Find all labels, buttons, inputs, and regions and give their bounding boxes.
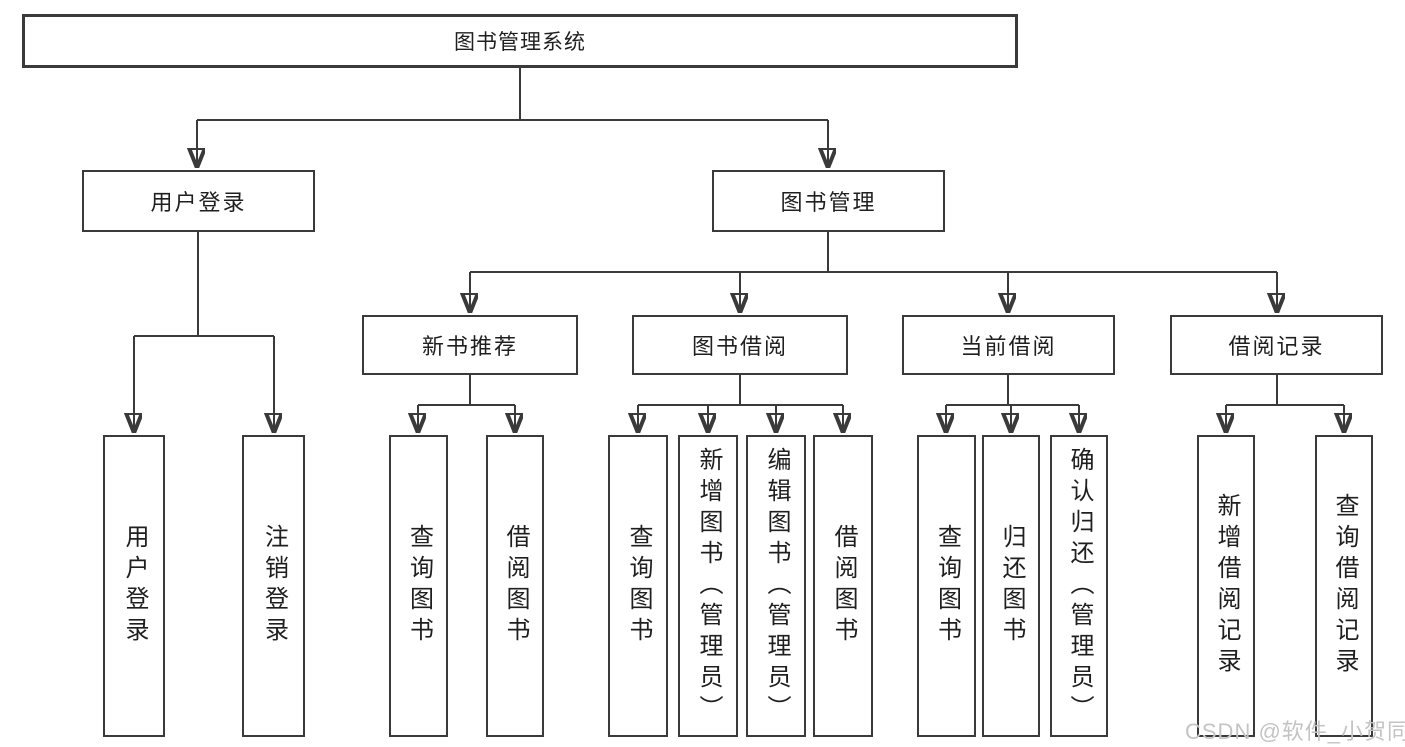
leaf-borrow-books: 借阅图书 — [813, 435, 873, 737]
leaf-borrow-books-recommend-label: 借阅图书 — [502, 524, 529, 648]
leaf-edit-book-admin: 编辑图书（管理员） — [746, 435, 806, 737]
leaf-edit-book-admin-label: 编辑图书（管理员） — [763, 446, 790, 726]
leaf-borrow-books-recommend: 借阅图书 — [486, 435, 544, 737]
node-book-borrowing: 图书借阅 — [632, 315, 848, 375]
connector-borrow-record-children — [1226, 375, 1344, 432]
leaf-borrow-books-label: 借阅图书 — [830, 524, 857, 648]
node-library-system-label: 图书管理系统 — [454, 31, 586, 54]
leaf-add-borrow-record: 新增借阅记录 — [1197, 435, 1255, 737]
connector-current-borrow-children — [946, 375, 1079, 432]
connector-new-book-children — [418, 375, 515, 432]
node-borrowing-records: 借阅记录 — [1170, 315, 1383, 375]
node-book-borrowing-label: 图书借阅 — [691, 334, 788, 359]
leaf-logout-label: 注销登录 — [260, 524, 288, 648]
leaf-user-login: 用户登录 — [103, 435, 165, 737]
connector-root-to-level2 — [197, 68, 828, 167]
node-user-login-label: 用户登录 — [150, 190, 247, 215]
node-current-borrowing: 当前借阅 — [902, 315, 1115, 375]
leaf-confirm-return-admin-label: 确认归还（管理员） — [1066, 446, 1093, 726]
leaf-return-books: 归还图书 — [982, 435, 1040, 737]
leaf-query-books-recommend-label: 查询图书 — [405, 524, 433, 648]
node-new-book-recommend-label: 新书推荐 — [421, 334, 518, 359]
leaf-query-books-borrow-label: 查询图书 — [625, 524, 652, 648]
leaf-return-books-label: 归还图书 — [998, 524, 1025, 648]
leaf-query-borrow-record: 查询借阅记录 — [1315, 435, 1373, 737]
connector-user-login-children — [134, 232, 274, 432]
leaf-query-books-current: 查询图书 — [917, 435, 976, 737]
leaf-user-login-label: 用户登录 — [121, 524, 148, 648]
csdn-watermark: CSDN @软件_小贺同学 — [1185, 719, 1405, 744]
node-library-system: 图书管理系统 — [22, 14, 1018, 68]
connector-book-mgmt-children — [470, 232, 1277, 312]
leaf-query-books-current-label: 查询图书 — [933, 524, 961, 648]
leaf-query-borrow-record-label: 查询借阅记录 — [1331, 493, 1358, 679]
leaf-confirm-return-admin: 确认归还（管理员） — [1050, 435, 1108, 737]
leaf-add-book-admin-label: 新增图书（管理员） — [695, 446, 722, 726]
leaf-add-borrow-record-label: 新增借阅记录 — [1213, 493, 1240, 679]
leaf-logout: 注销登录 — [242, 435, 305, 737]
leaf-add-book-admin: 新增图书（管理员） — [678, 435, 738, 737]
node-new-book-recommend: 新书推荐 — [362, 315, 578, 375]
connector-book-borrow-children — [638, 375, 843, 432]
leaf-query-books-borrow: 查询图书 — [608, 435, 668, 737]
node-borrowing-records-label: 借阅记录 — [1228, 334, 1325, 359]
node-book-management: 图书管理 — [712, 170, 945, 232]
node-user-login: 用户登录 — [82, 170, 315, 232]
node-book-management-label: 图书管理 — [780, 190, 877, 215]
node-current-borrowing-label: 当前借阅 — [960, 334, 1057, 359]
leaf-query-books-recommend: 查询图书 — [389, 435, 448, 737]
